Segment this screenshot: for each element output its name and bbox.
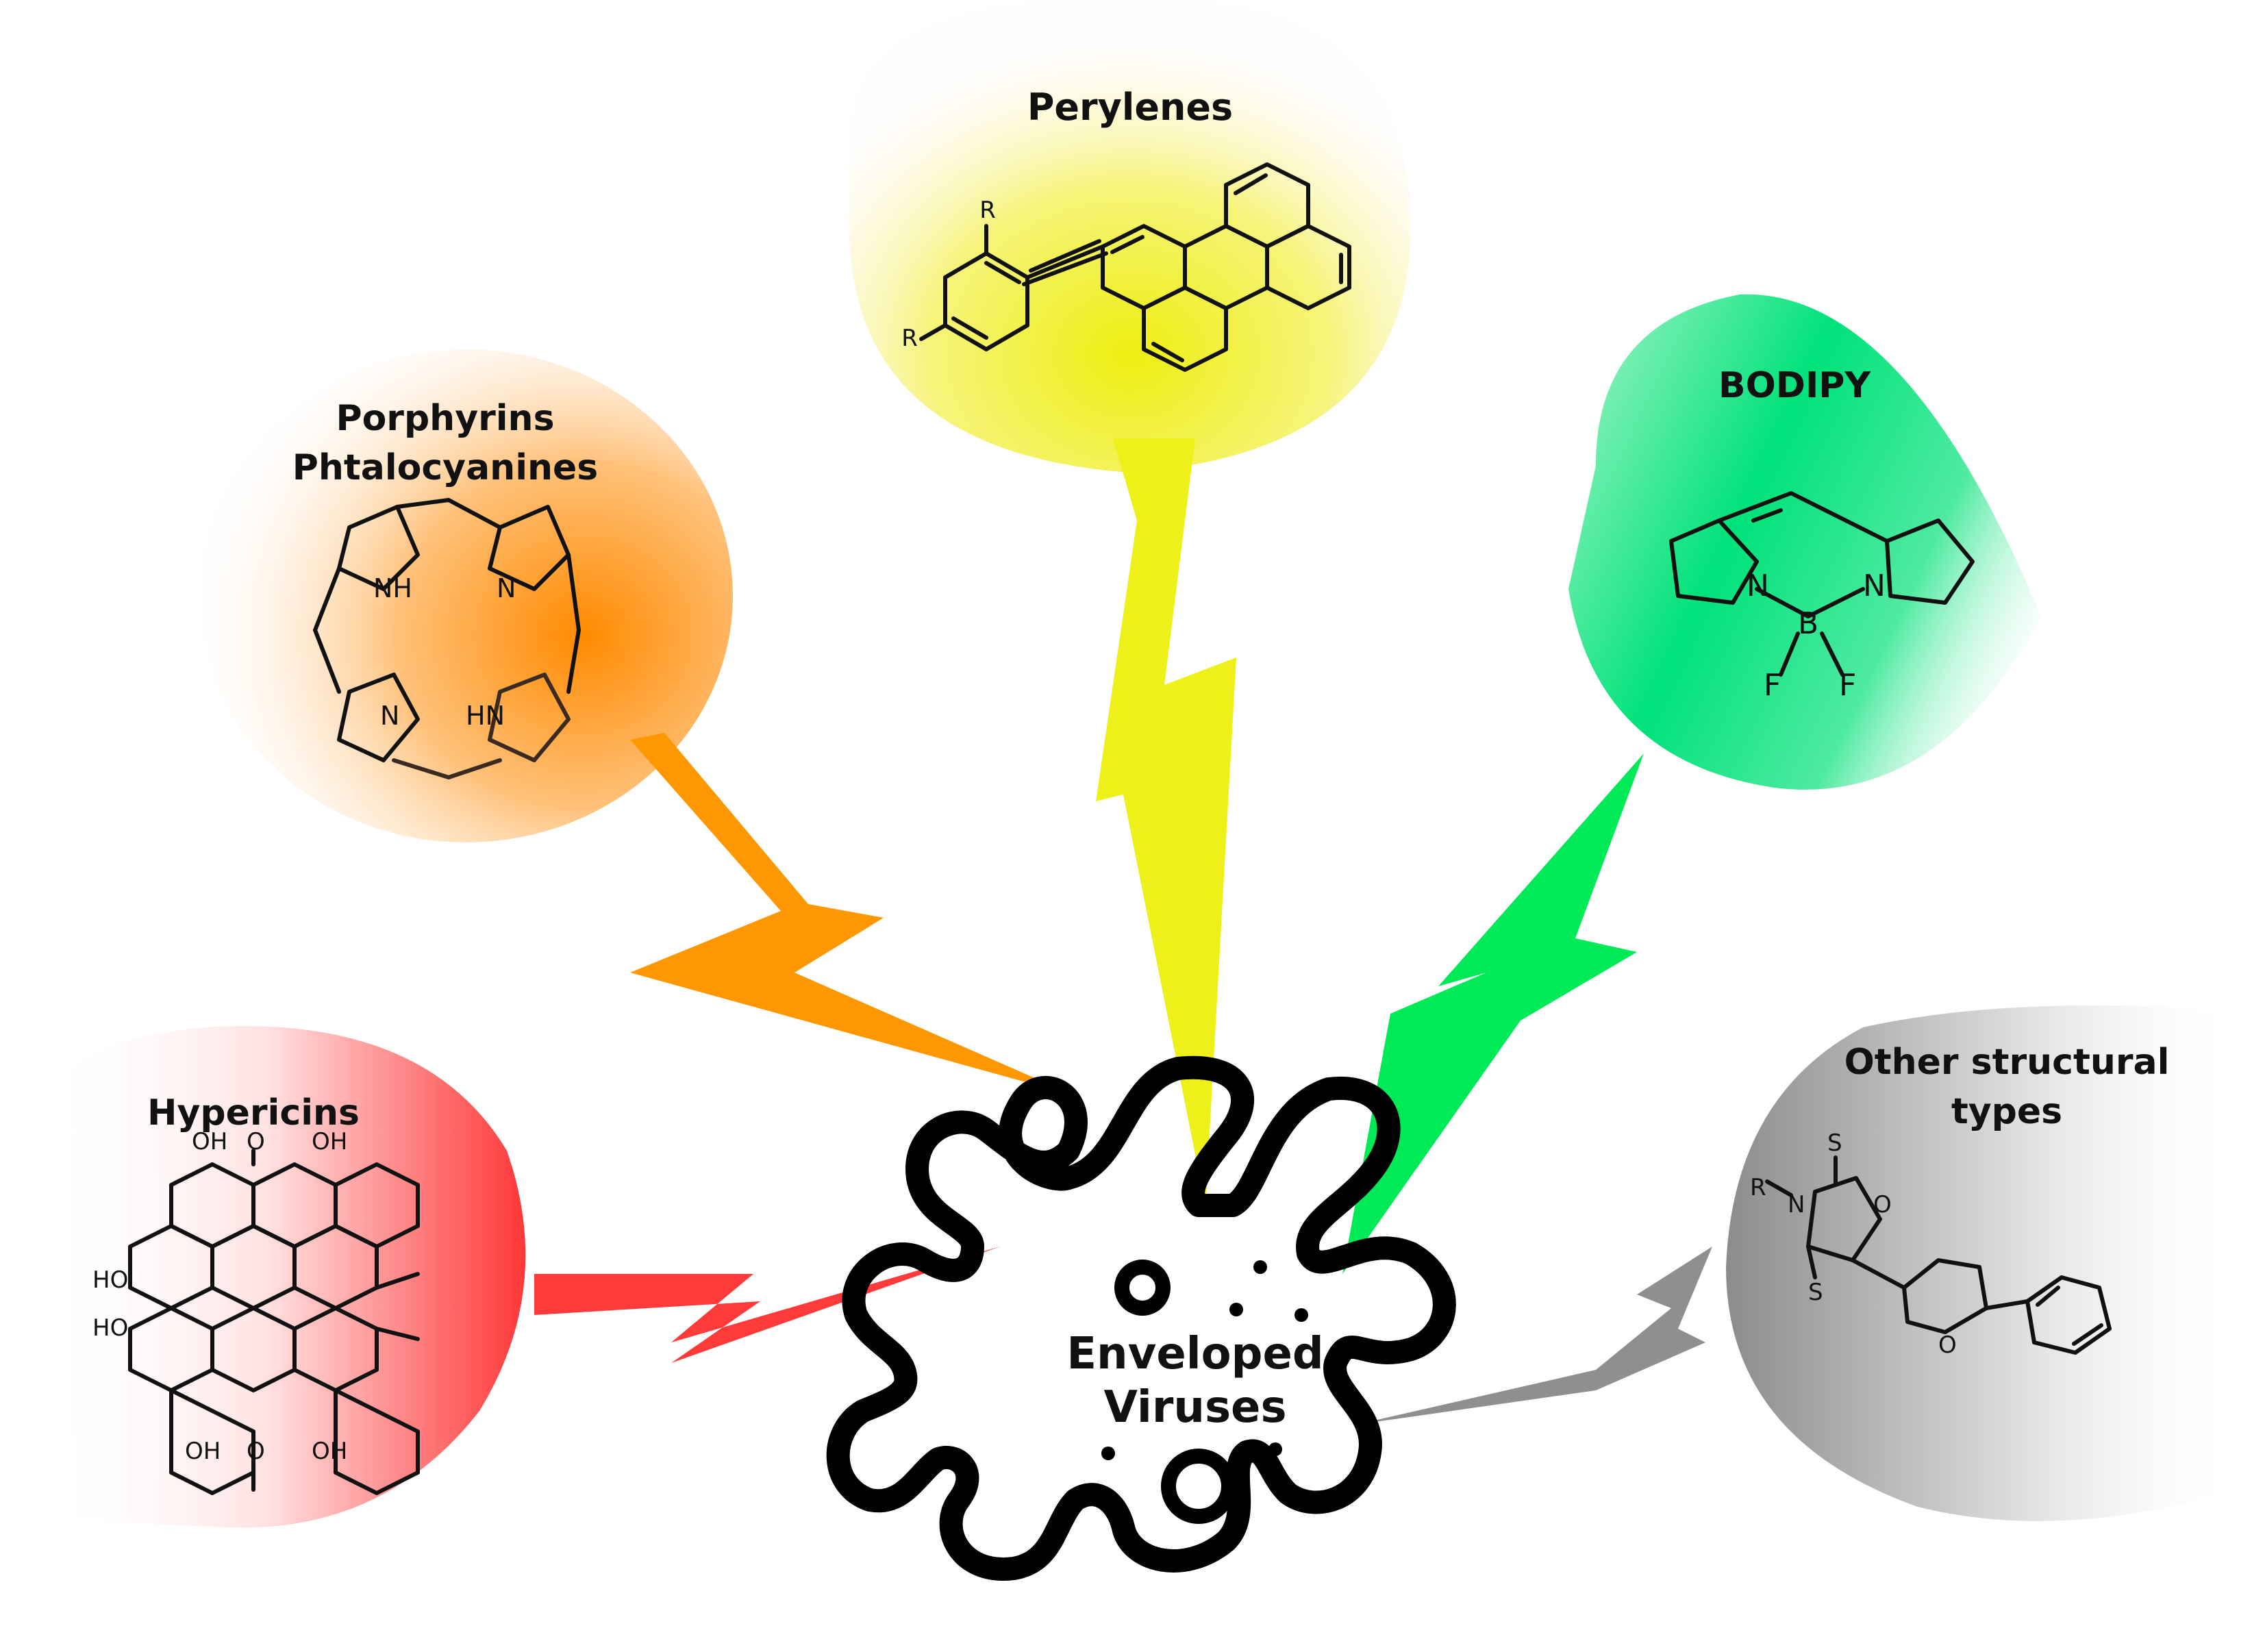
other-o-ring: O <box>1873 1191 1892 1218</box>
hypericin-ho-mid2: HO <box>92 1314 128 1342</box>
bodipy-n-left: N <box>1747 568 1769 603</box>
hypericin-oh-top-right: OH <box>312 1128 347 1155</box>
hypericins-title: Hypericins <box>147 1092 360 1134</box>
porphyrin-hn-bottom: HN <box>466 701 505 731</box>
hypericin-oh-bottom-right: OH <box>312 1438 347 1465</box>
virus-label-line1: Enveloped <box>1066 1329 1323 1379</box>
perylenes-bubble <box>849 0 1411 473</box>
other-types-bubble <box>1726 1005 2226 1521</box>
porphyrin-structure <box>313 498 581 779</box>
hypericin-o-bottom: O <box>247 1438 265 1465</box>
perylene-substituent-r1: R <box>979 197 996 224</box>
grey-lightning-bolt <box>1356 1247 1712 1425</box>
other-title-line2: types <box>1951 1091 2062 1132</box>
other-s-bottom: S <box>1808 1279 1823 1306</box>
bodipy-f-right: F <box>1839 668 1856 703</box>
bodipy-f-left: F <box>1764 668 1781 703</box>
virus-label-line2: Viruses <box>1103 1382 1286 1433</box>
other-s-top: S <box>1827 1129 1842 1157</box>
porphyrins-title-line2: Phtalocyanines <box>292 447 599 488</box>
perylene-structure <box>919 162 1351 372</box>
hypericin-ho-mid1: HO <box>92 1266 128 1294</box>
porphyrin-n-top: N <box>497 573 516 603</box>
yellow-lightning-bolt <box>1096 438 1236 1205</box>
green-lightning-bolt <box>1342 753 1644 1274</box>
porphyrin-n-bottom: N <box>380 701 399 731</box>
other-r: R <box>1750 1174 1766 1201</box>
bodipy-bubble <box>1568 294 2041 790</box>
other-n: N <box>1788 1191 1805 1218</box>
hypericin-o-top: O <box>247 1128 265 1155</box>
bodipy-structure <box>1669 491 1975 677</box>
virus-outline-icon <box>826 1055 1456 1581</box>
hypericin-oh-bottom-left: OH <box>185 1438 221 1465</box>
other-o-furan: O <box>1938 1331 1957 1359</box>
porphyrins-bubble <box>199 349 733 842</box>
perylenes-title: Perylenes <box>1027 86 1233 129</box>
red-lightning-bolt <box>534 1247 1000 1363</box>
bodipy-n-right: N <box>1863 568 1886 603</box>
orange-lightning-bolt <box>630 733 1075 1096</box>
other-title-line1: Other structural <box>1844 1042 2170 1083</box>
hypericin-structure <box>128 1149 420 1495</box>
bodipy-b: B <box>1798 606 1818 641</box>
bodipy-title: BODIPY <box>1718 365 1871 406</box>
porphyrins-title-line1: Porphyrins <box>336 398 554 439</box>
porphyrin-nh-top: NH <box>373 573 412 603</box>
hypericin-oh-top-left: OH <box>192 1128 227 1155</box>
other-structure <box>1765 1155 2112 1355</box>
perylene-substituent-r2: R <box>901 325 918 352</box>
